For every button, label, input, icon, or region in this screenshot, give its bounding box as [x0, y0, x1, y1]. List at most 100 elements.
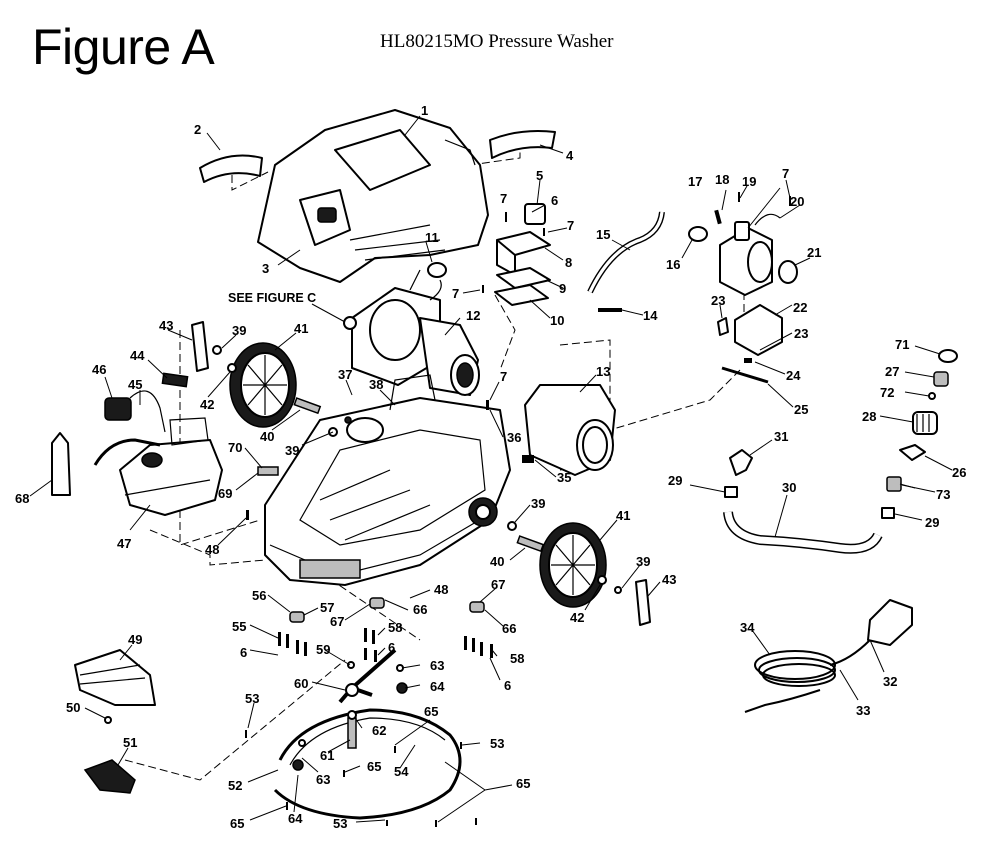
tank-strap-part [129, 390, 166, 433]
nut-29b-part [881, 507, 895, 519]
washer-42a-part [227, 363, 237, 373]
callout-23: 23 [711, 293, 725, 308]
caster-66a-part [369, 597, 385, 609]
valve-block-part [734, 304, 783, 356]
callout-7: 7 [452, 286, 459, 301]
callout-23: 23 [794, 326, 808, 341]
callout-46: 46 [92, 362, 106, 377]
callout-30: 30 [782, 480, 796, 495]
callout-31: 31 [774, 429, 788, 444]
see-figure-c-note: SEE FIGURE C [228, 291, 316, 305]
callout-labels: SEE FIGURE C 1 2 3 4 5 6 7 7 8 9 10 7 11… [15, 103, 966, 831]
callout-52: 52 [228, 778, 242, 793]
callout-63: 63 [430, 658, 444, 673]
callout-69: 69 [218, 486, 232, 501]
callout-55: 55 [232, 619, 246, 634]
callout-58: 58 [510, 651, 524, 666]
high-pressure-hose-part [587, 211, 665, 294]
top-cover-part [257, 109, 489, 283]
callout-29: 29 [925, 515, 939, 530]
callout-28: 28 [862, 409, 876, 424]
callout-53: 53 [245, 691, 259, 706]
clip-part [717, 317, 729, 336]
callout-6: 6 [240, 645, 247, 660]
callout-15: 15 [596, 227, 610, 242]
callout-47: 47 [117, 536, 131, 551]
callout-29: 29 [668, 473, 682, 488]
callout-43: 43 [662, 572, 676, 587]
callout-1: 1 [421, 103, 428, 118]
callout-51: 51 [123, 735, 137, 750]
callout-61: 61 [320, 748, 334, 763]
callout-57: 57 [320, 600, 334, 615]
callout-66: 66 [502, 621, 516, 636]
callout-20: 20 [790, 194, 804, 209]
callout-53: 53 [333, 816, 347, 831]
callout-3: 3 [262, 261, 269, 276]
tag-68-part [51, 432, 71, 496]
callout-67: 67 [330, 614, 344, 629]
mount-plate-part [496, 267, 551, 289]
callout-44: 44 [130, 348, 145, 363]
pump-head-part [719, 213, 781, 296]
callout-66: 66 [413, 602, 427, 617]
callout-39: 39 [531, 496, 545, 511]
callout-19: 19 [742, 174, 756, 189]
washer-39a-part [212, 345, 222, 355]
callout-16: 16 [666, 257, 680, 272]
figure-label: Figure A [32, 19, 215, 75]
washer-39c-part [507, 521, 517, 531]
callout-38: 38 [369, 377, 383, 392]
callout-11: 11 [425, 230, 439, 245]
callout-64: 64 [430, 679, 445, 694]
callout-40: 40 [490, 554, 504, 569]
skid-ring-part [273, 708, 462, 820]
callout-7: 7 [500, 191, 507, 206]
callout-27: 27 [885, 364, 899, 379]
washer-39d-part [614, 586, 622, 594]
callout-65: 65 [367, 759, 381, 774]
callout-62: 62 [372, 723, 386, 738]
chemical-tank-part [119, 417, 223, 516]
callout-42: 42 [570, 610, 584, 625]
callout-5: 5 [536, 168, 543, 183]
handle-part [74, 649, 156, 706]
callout-45: 45 [128, 377, 142, 392]
callout-13: 13 [596, 364, 610, 379]
gasket-ring-part [427, 262, 447, 278]
callout-12: 12 [466, 308, 480, 323]
callout-10: 10 [550, 313, 564, 328]
callout-26: 26 [952, 465, 966, 480]
callout-6: 6 [388, 640, 395, 655]
callout-9: 9 [559, 281, 566, 296]
callout-40: 40 [260, 429, 274, 444]
caster-66b-part [469, 601, 485, 613]
callout-18: 18 [715, 172, 729, 187]
plug-64a-part [292, 759, 304, 771]
cap-21-part [778, 260, 798, 284]
tank-cap-part [104, 397, 132, 421]
axle-right-part [516, 535, 545, 553]
oring-16-part [688, 226, 708, 242]
side-decal-left [199, 154, 263, 183]
callout-36: 36 [507, 430, 521, 445]
model-title: HL80215MO Pressure Washer [380, 31, 614, 52]
pad-51-part [83, 759, 136, 794]
callout-65: 65 [230, 816, 244, 831]
callout-2: 2 [194, 122, 201, 137]
callout-22: 22 [793, 300, 807, 315]
callout-54: 54 [394, 764, 409, 779]
callout-41: 41 [294, 321, 308, 336]
detergent-tank-part [524, 384, 616, 476]
rod-part [721, 366, 769, 384]
callout-56: 56 [252, 588, 266, 603]
callout-53: 53 [490, 736, 504, 751]
label-44-part [161, 372, 189, 388]
callout-50: 50 [66, 700, 80, 715]
side-decal-right [489, 130, 556, 159]
callout-70: 70 [228, 440, 242, 455]
plug-63a-part [298, 739, 306, 747]
callout-7: 7 [567, 218, 574, 233]
fasteners [245, 192, 791, 827]
